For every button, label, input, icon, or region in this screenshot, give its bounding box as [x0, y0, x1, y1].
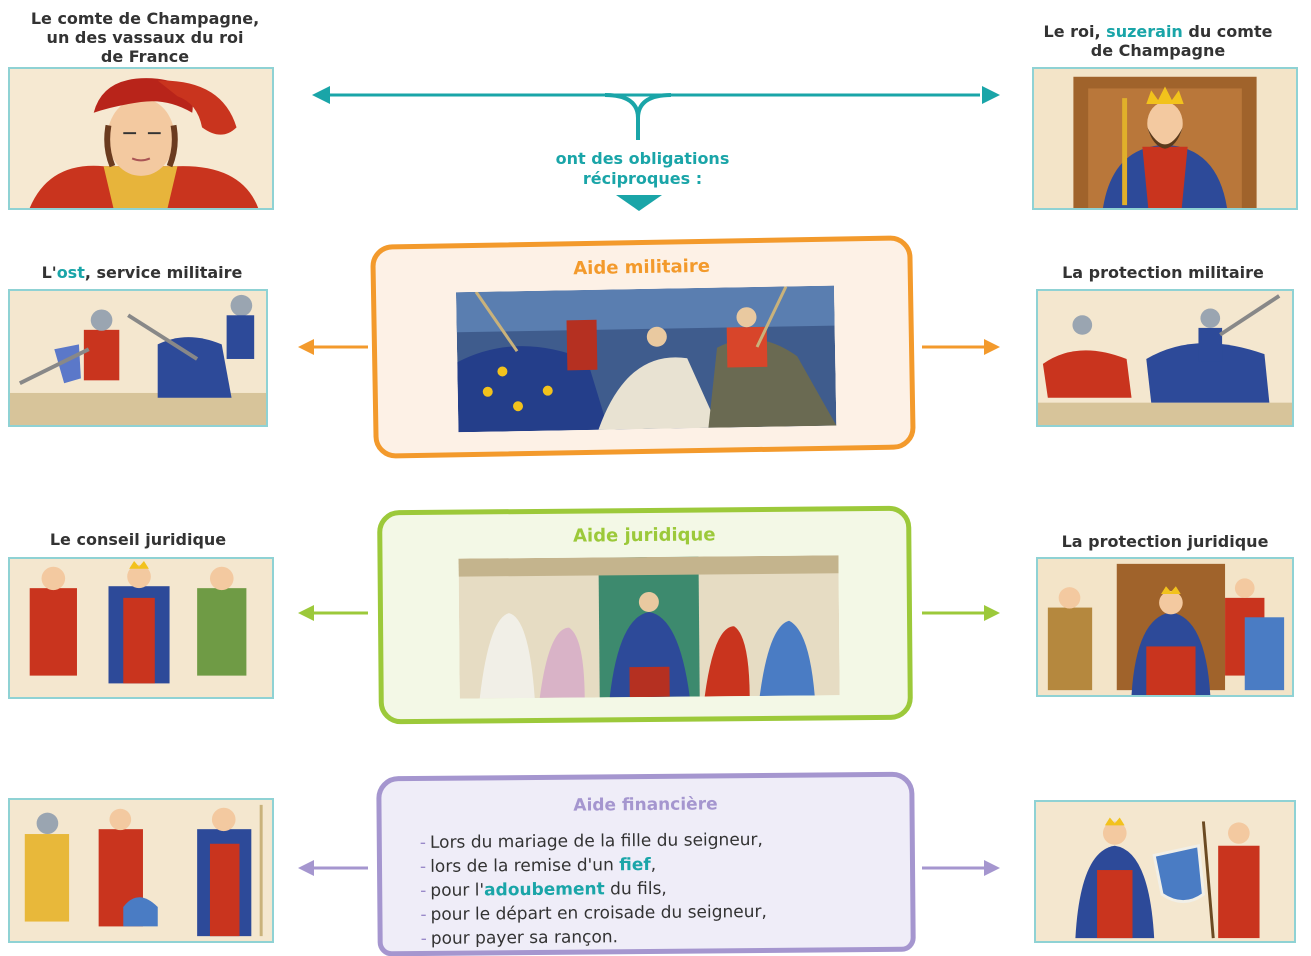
- financial-item-2-after: ,: [650, 854, 657, 875]
- juridical-protection-arrow: [922, 605, 1000, 621]
- financial-aid-title: Aide financière: [573, 794, 718, 816]
- juridical-protection-illustration: [1036, 557, 1294, 697]
- juridical-protection-caption: La protection juridique: [1061, 532, 1269, 551]
- financial-left-arrow: [298, 860, 368, 876]
- obligations-label: ont des obligations réciproques :: [500, 149, 785, 189]
- military-protection-arrow: [922, 339, 1000, 355]
- obligations-line-1: ont des obligations: [555, 149, 730, 168]
- bullet: -: [419, 832, 427, 853]
- ost-caption-suffix: , service militaire: [84, 263, 243, 282]
- king-caption-line-1: Le roi, suzerain du comte: [1010, 22, 1306, 41]
- financial-item-4-text: pour le départ en croisade du seigneur,: [430, 901, 767, 925]
- fief-term: fief: [619, 854, 651, 876]
- bullet: -: [420, 904, 427, 925]
- military-protection-caption: La protection militaire: [1062, 263, 1264, 282]
- bullet: -: [419, 856, 427, 877]
- military-aid-box: Aide militaire: [370, 235, 916, 459]
- juridical-aid-painting: [458, 555, 840, 699]
- ost-military-service-illustration: [8, 289, 268, 427]
- military-aid-title: Aide militaire: [573, 255, 711, 280]
- ost-caption-prefix: L': [41, 263, 57, 282]
- vassal-caption-line-3: de France: [100, 47, 190, 66]
- ost-arrow: [298, 339, 368, 355]
- vassal-caption: Le comte de Champagne, un des vassaux du…: [0, 9, 290, 66]
- financial-aid-box: Aide financière -Lors du mariage de la f…: [376, 771, 916, 956]
- financial-right-illustration: [1034, 800, 1296, 943]
- financial-item-3-before: pour l': [430, 880, 485, 901]
- suzerain-term: suzerain: [1106, 22, 1183, 41]
- reciprocal-arrow: [312, 86, 1000, 140]
- ost-term: ost: [56, 263, 85, 282]
- king-caption-prefix: Le roi,: [1043, 22, 1107, 41]
- obligations-down-arrow: [616, 195, 662, 211]
- financial-item-3-after: du fils,: [604, 878, 667, 900]
- king-on-throne-illustration: [1032, 67, 1298, 210]
- ost-caption: L'ost, service militaire: [0, 263, 284, 282]
- bullet: -: [420, 928, 427, 949]
- military-aid-painting: [456, 285, 837, 433]
- juridical-council-illustration: [8, 557, 274, 699]
- financial-item-5-text: pour payer sa rançon.: [430, 927, 619, 949]
- financial-item-1-text: Lors du mariage de la fille du seigneur,: [429, 829, 764, 853]
- king-caption-suffix: du comte: [1182, 22, 1273, 41]
- juridical-council-caption: Le conseil juridique: [49, 530, 227, 549]
- king-caption: Le roi, suzerain du comte de Champagne: [1010, 22, 1306, 60]
- king-caption-line-2: de Champagne: [1090, 41, 1226, 60]
- juridical-council-arrow: [298, 605, 368, 621]
- count-of-champagne-illustration: [8, 67, 274, 210]
- financial-right-arrow: [922, 860, 1000, 876]
- obligations-line-2: réciproques :: [582, 169, 703, 188]
- bullet: -: [420, 880, 427, 901]
- juridical-aid-title: Aide juridique: [572, 524, 716, 547]
- vassal-caption-line-2: un des vassaux du roi: [46, 28, 244, 47]
- vassal-caption-line-1: Le comte de Champagne,: [30, 9, 260, 28]
- financial-item-5: -pour payer sa rançon.: [421, 923, 897, 951]
- financial-item-2-before: lors de la remise d'un: [430, 855, 620, 877]
- military-protection-illustration: [1036, 289, 1294, 427]
- financial-aid-list: -Lors du mariage de la fille du seigneur…: [420, 827, 897, 951]
- financial-left-illustration: [8, 798, 274, 943]
- juridical-aid-box: Aide juridique: [377, 505, 913, 725]
- adoubement-term: adoubement: [484, 879, 605, 901]
